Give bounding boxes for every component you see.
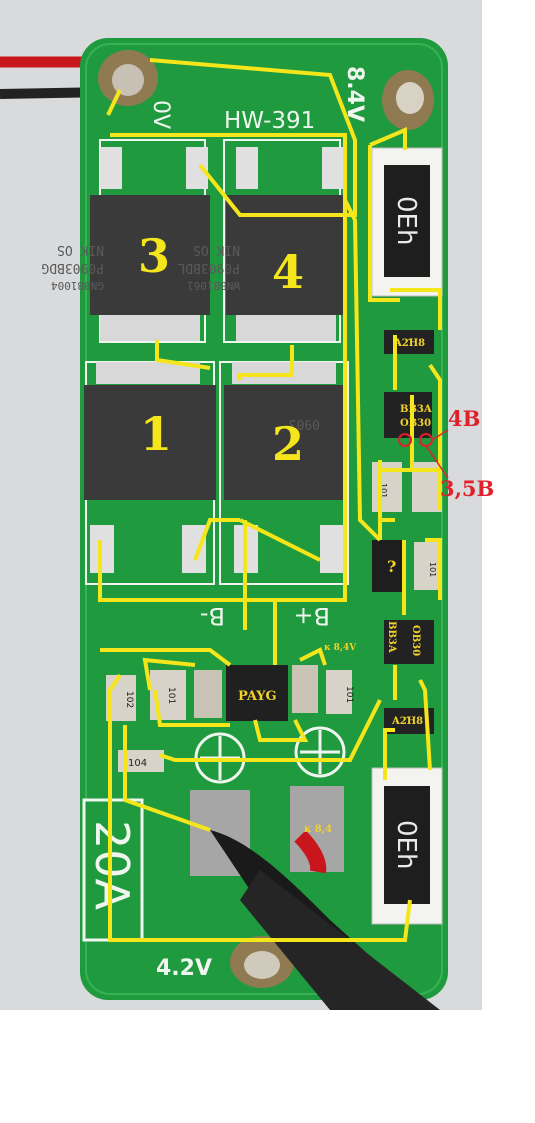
svg-text:104: 104 — [128, 758, 147, 769]
svg-text:PAYG: PAYG — [238, 689, 277, 704]
shunt-resistor-top — [384, 165, 430, 277]
chip-bb3a-mid — [384, 620, 434, 664]
svg-text:NIK OS: NIK OS — [193, 242, 240, 257]
mosfet-3 — [90, 195, 210, 315]
svg-text:BB3A: BB3A — [400, 404, 432, 415]
label-b-minus: B- — [200, 602, 225, 630]
label-0v: 0V — [148, 100, 173, 129]
svg-text:0Eh: 0Eh — [391, 196, 421, 245]
svg-text:101: 101 — [379, 483, 388, 498]
mosfet-number-2: 2 — [272, 417, 304, 471]
label-b-plus: B+ — [293, 602, 330, 630]
mosfet-number-4: 4 — [272, 245, 304, 299]
svg-text:P0903BDL: P0903BDL — [177, 260, 240, 275]
chip-a2-top — [384, 330, 434, 354]
label-model: HW-391 — [224, 108, 315, 134]
svg-text:0Eh: 0Eh — [391, 820, 421, 869]
svg-text:WNBB1061: WNBB1061 — [187, 279, 240, 292]
chip-payg — [226, 665, 288, 721]
svg-text:GNBB1004: GNBB1004 — [51, 279, 104, 292]
svg-text:A2҃H8: A2҃H8 — [393, 338, 425, 349]
probe-point-4v — [398, 433, 412, 447]
svg-text:P0903BDG: P0903BDG — [41, 260, 104, 275]
mosfet-1 — [84, 385, 216, 500]
svg-text:BB3A: BB3A — [386, 621, 397, 653]
svg-text:101: 101 — [428, 562, 437, 577]
svg-text:101: 101 — [166, 687, 176, 704]
svg-text:A2҃H8: A2҃H8 — [391, 716, 423, 727]
annotation-k84-a: к 8,4V — [324, 643, 357, 653]
svg-text:0903: 0903 — [289, 416, 320, 431]
svg-text:?: ? — [387, 557, 396, 576]
mosfet-number-3: 3 — [138, 229, 170, 283]
annotation-4v: 4B — [448, 406, 480, 431]
mosfet-number-1: 1 — [140, 407, 172, 461]
red-cable-core — [294, 830, 327, 874]
svg-text:OB30: OB30 — [400, 418, 431, 429]
annotation-3-5v: 3,5B — [440, 476, 494, 501]
label-42v: 4.2V — [156, 956, 212, 981]
annotation-k84-b: к 8,4 — [304, 824, 332, 835]
chip-bb3a-top — [384, 392, 432, 438]
svg-text:NIK OS: NIK OS — [57, 242, 104, 257]
svg-text:101: 101 — [344, 686, 354, 703]
svg-text:OB30: OB30 — [410, 625, 421, 656]
svg-text:102: 102 — [124, 691, 134, 708]
shunt-resistor-bottom — [384, 786, 430, 904]
mosfet-2 — [224, 385, 344, 500]
